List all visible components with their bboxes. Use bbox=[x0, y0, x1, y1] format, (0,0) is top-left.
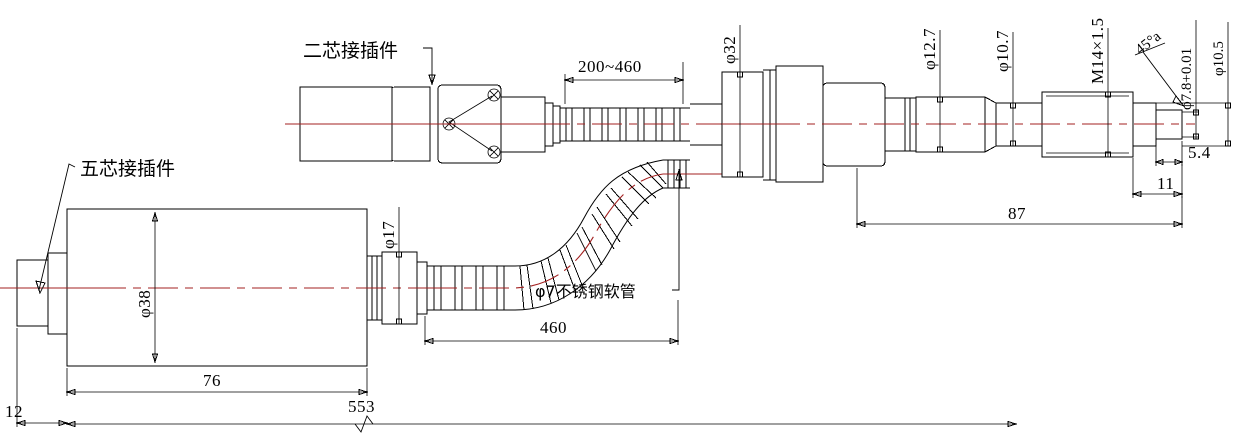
dim-probe-length-value: 87 bbox=[1008, 204, 1026, 223]
dim-upper-hose-length: 200~460 bbox=[563, 57, 685, 104]
stainless-hose-label: φ7不锈钢软管 bbox=[535, 282, 636, 301]
dim-body-length-value: 76 bbox=[203, 371, 221, 390]
lower-flexible-hose bbox=[427, 159, 722, 311]
dim-thread-spec-value: M14×1.5 bbox=[1088, 18, 1107, 84]
dim-shaft-diameter-2: φ10.7 bbox=[993, 30, 1016, 147]
upper-branch-geometry bbox=[285, 84, 722, 164]
dim-lower-hose-length: 460 bbox=[423, 300, 680, 345]
dim-tip-diameter-tol-value: φ7.8+0.01 bbox=[1179, 48, 1195, 110]
junction-block-geometry bbox=[721, 65, 1195, 183]
dim-connector-length: 12 bbox=[5, 328, 69, 427]
dim-tip-outer-diameter-value: φ10.5 bbox=[1211, 41, 1227, 76]
dim-neck-diameter: φ17 bbox=[379, 207, 402, 325]
dim-shaft-diameter-1-value: φ12.7 bbox=[920, 28, 939, 70]
dim-shaft-diameter-1: φ12.7 bbox=[920, 28, 943, 153]
dim-shaft-diameter-2-value: φ10.7 bbox=[993, 30, 1012, 72]
two-pin-connector-label: 二芯接插件 bbox=[303, 40, 398, 62]
dim-tip-outer-diameter: φ10.5 bbox=[1156, 22, 1231, 147]
dim-lower-hose-length-value: 460 bbox=[540, 318, 567, 337]
two-pin-connector-label-group: 二芯接插件 bbox=[303, 40, 436, 86]
dim-block-diameter: φ32 bbox=[720, 25, 743, 178]
dim-probe-length: 87 bbox=[855, 168, 1184, 228]
dim-tip-length: 5.4 bbox=[1154, 141, 1211, 166]
dim-tip-diameter-tol: φ7.8+0.01 bbox=[1179, 20, 1199, 140]
dim-tip-length-value: 5.4 bbox=[1188, 143, 1211, 162]
dim-tip-step-value: 11 bbox=[1157, 174, 1174, 193]
main-sensor-body-geometry bbox=[0, 159, 722, 367]
dim-body-diameter-value: φ38 bbox=[135, 290, 154, 318]
dim-upper-hose-length-value: 200~460 bbox=[578, 57, 642, 76]
dim-body-diameter: φ38 bbox=[135, 211, 159, 364]
stainless-hose-label-group: φ7不锈钢软管 bbox=[535, 168, 683, 301]
dim-overall-length-value: 553 bbox=[348, 397, 375, 416]
five-pin-connector-label: 五芯接插件 bbox=[80, 158, 175, 180]
dim-body-length: 76 bbox=[65, 368, 369, 396]
dim-neck-diameter-value: φ17 bbox=[379, 221, 398, 249]
dim-connector-length-value: 12 bbox=[5, 402, 23, 421]
five-pin-connector-label-group: 五芯接插件 bbox=[35, 158, 175, 295]
dim-block-diameter-value: φ32 bbox=[720, 36, 739, 64]
dim-overall-length: 553 bbox=[65, 397, 1018, 433]
dim-thread-spec: M14×1.5 bbox=[1088, 18, 1111, 158]
dim-chamfer-note: 45°a bbox=[1133, 28, 1186, 108]
dim-tip-step: 11 bbox=[1131, 158, 1184, 198]
